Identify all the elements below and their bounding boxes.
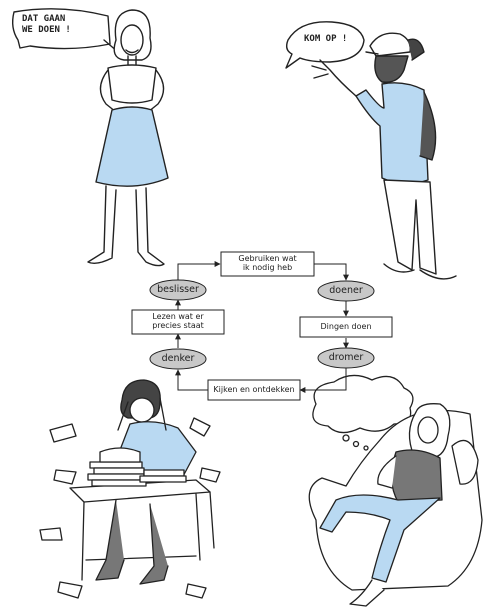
label-kijken: Kijken en ontdekken — [208, 385, 300, 394]
label-dromer: dromer — [318, 352, 374, 364]
label-gebruiken-line-2: ik nodig heb — [221, 263, 314, 272]
arrow-beslisser-to-gebruiken — [178, 264, 220, 280]
boy-doer-figure — [286, 22, 456, 279]
boy-pants — [384, 180, 436, 274]
label-dingen: Dingen doen — [300, 322, 392, 331]
dreamer-top — [391, 450, 442, 502]
woman-head — [121, 25, 143, 55]
dreamer-figure — [309, 375, 482, 606]
speech-text-left: DAT GAAN WE DOEN ! — [22, 14, 110, 36]
arrow-kijken-to-denker — [178, 370, 208, 390]
arrow-gebruiken-to-doener — [314, 264, 346, 280]
dreamer-head — [418, 417, 438, 443]
label-gebruiken-line-1: Gebruiken wat — [221, 254, 314, 263]
label-lezen-line-2: precies staat — [132, 321, 224, 330]
label-lezen: Lezen wat er precies staat — [132, 312, 224, 330]
label-doener: doener — [318, 285, 374, 297]
speech-left-line-2: WE DOEN ! — [22, 25, 110, 36]
speech-text-right: KOM OP ! — [304, 34, 364, 45]
woman-skirt — [96, 107, 168, 186]
boy-head — [375, 56, 408, 82]
label-gebruiken: Gebruiken wat ik nodig heb — [221, 254, 314, 272]
boy-cap — [370, 33, 410, 56]
boy-shirt — [356, 83, 428, 184]
woman-decider-figure — [13, 9, 168, 266]
woman-boots — [88, 186, 164, 266]
label-lezen-line-1: Lezen wat er — [132, 312, 224, 321]
thinker-head — [130, 398, 154, 422]
thinker-figure — [40, 380, 220, 598]
label-beslisser: beslisser — [150, 284, 206, 296]
label-denker: denker — [150, 353, 206, 365]
thinker-legs — [96, 500, 168, 584]
speech-left-line-1: DAT GAAN — [22, 14, 110, 25]
woman-top — [108, 65, 156, 103]
